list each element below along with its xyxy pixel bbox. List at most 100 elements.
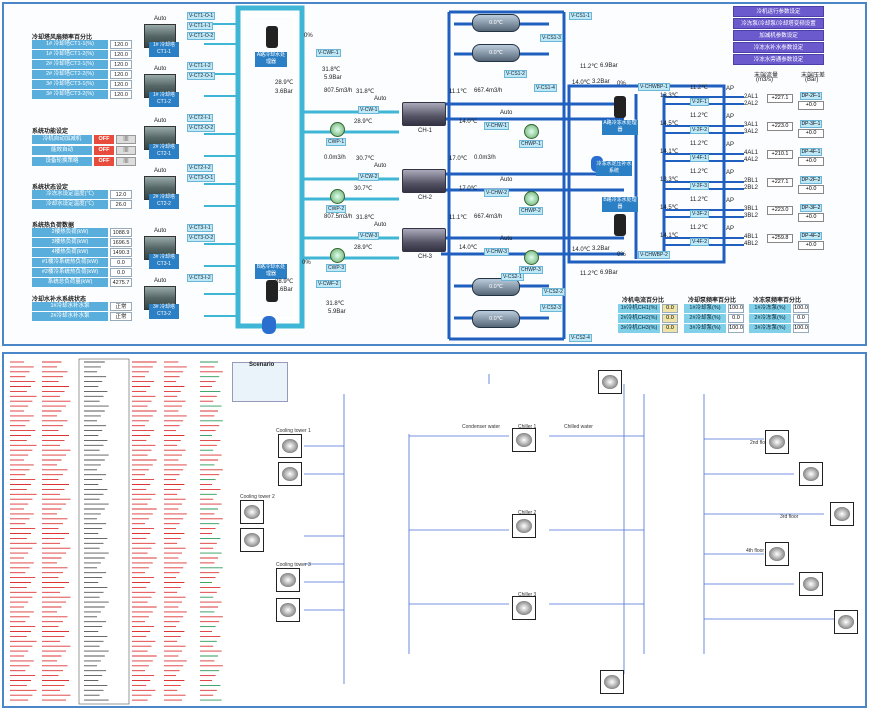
tower-freq-value[interactable]: 120.0 [110, 90, 132, 99]
floor-dp-tag[interactable]: DP-4F-2 [800, 232, 822, 240]
cw-pump-icon[interactable] [330, 122, 345, 137]
tower-freq-value[interactable]: 120.0 [110, 80, 132, 89]
equipment-gauge-icon[interactable] [598, 370, 622, 394]
status-off-badge[interactable]: OFF [94, 157, 114, 166]
equipment-gauge-icon[interactable] [278, 462, 302, 486]
equipment-gauge-icon[interactable] [512, 514, 536, 538]
tower-valve-tag[interactable]: V-CT3-O-1 [187, 174, 216, 182]
floor-code-2: 4BL2 [744, 241, 759, 247]
cw-valve-tag[interactable]: V-CW-2 [358, 173, 380, 181]
floor-valve-tag[interactable]: V-4F-2 [690, 238, 710, 246]
chw-valve-tag[interactable]: V-CHW-2 [484, 189, 510, 197]
status-off-badge[interactable]: OFF [94, 146, 114, 155]
chw-pump-icon[interactable] [524, 191, 539, 206]
scenario-box[interactable]: Scenario [232, 362, 288, 402]
cw-pump-icon[interactable] [330, 189, 345, 204]
chiller-icon[interactable] [402, 102, 446, 126]
tower-valve-tag[interactable]: V-CT2-I-2 [187, 164, 213, 172]
floor-valve-tag[interactable]: V-2F-2 [690, 126, 710, 134]
equipment-gauge-icon[interactable] [765, 430, 789, 454]
floor-dp-tag[interactable]: DP-2F-1 [800, 92, 822, 100]
cw-valve-tag[interactable]: V-CW-3 [358, 232, 380, 240]
tower-freq-value[interactable]: 120.0 [110, 40, 132, 49]
cw-pump-tag[interactable]: CWP-3 [326, 264, 347, 272]
valve-cs1-4[interactable]: V-CS1-4 [534, 84, 557, 92]
valve-cs1-2[interactable]: V-CS1-2 [504, 70, 527, 78]
cw-pump-icon[interactable] [330, 248, 345, 263]
status-off-badge[interactable]: OFF [94, 135, 114, 144]
chw-pump-tag[interactable]: CHWP-2 [519, 207, 543, 215]
system-state-value[interactable]: 26.0 [110, 200, 132, 209]
toggle-switch[interactable]: |||| [116, 157, 136, 166]
tower-freq-value[interactable]: 120.0 [110, 50, 132, 59]
btn-vfd-settings[interactable]: 冷冻泵/冷却泵/冷却塔变频设置 [733, 18, 824, 29]
valve-cs1-1[interactable]: V-CS1-1 [569, 12, 592, 20]
floor-dp-tag[interactable]: DP-4F-1 [800, 148, 822, 156]
equipment-gauge-icon[interactable] [240, 500, 264, 524]
floor-supply-temp: 11.2℃ [690, 85, 708, 91]
equipment-gauge-icon[interactable] [278, 434, 302, 458]
btn-bypass-params[interactable]: 冷冻水旁通参数设定 [733, 54, 824, 65]
tower-valve-tag[interactable]: V-CT2-O-1 [187, 72, 216, 80]
btn-chiller-params[interactable]: 冷机运行参数设定 [733, 6, 824, 17]
chw-valve-tag[interactable]: V-CHW-3 [484, 248, 510, 256]
tower-freq-value[interactable]: 120.0 [110, 60, 132, 69]
chiller-icon[interactable] [402, 169, 446, 193]
valve-cs2-4[interactable]: V-CS2-4 [569, 334, 592, 342]
label-chilled-water: Chilled water [564, 424, 593, 430]
reading-p4: 5.9Bar [328, 309, 346, 315]
tower-valve-tag[interactable]: V-CT1-I-1 [187, 22, 213, 30]
valve-cs2-2[interactable]: V-CS2-2 [542, 288, 565, 296]
equipment-gauge-icon[interactable] [240, 528, 264, 552]
tower-freq-value[interactable]: 120.0 [110, 70, 132, 79]
floor-valve-tag[interactable]: V-3F-2 [690, 210, 710, 218]
chw-pump-icon[interactable] [524, 250, 539, 265]
chw-pump-icon[interactable] [524, 124, 539, 139]
chw-pump-tag[interactable]: CHWP-3 [519, 266, 543, 274]
system-state-value[interactable]: 12.0 [110, 190, 132, 199]
floor-dp-tag[interactable]: DP-2F-2 [800, 176, 822, 184]
equipment-gauge-icon[interactable] [834, 610, 858, 634]
equipment-gauge-icon[interactable] [512, 596, 536, 620]
valve-chwbp-1[interactable]: V-CHWBP-1 [638, 83, 670, 91]
floor-dp-tag[interactable]: DP-3F-1 [800, 120, 822, 128]
btn-staging-params[interactable]: 加减机参数设定 [733, 30, 824, 41]
floor-valve-tag[interactable]: V-4F-1 [690, 154, 710, 162]
tower-valve-tag[interactable]: V-CT3-I-2 [187, 274, 213, 282]
equipment-gauge-icon[interactable] [830, 502, 854, 526]
cw-pump-tag[interactable]: CWP-1 [326, 138, 347, 146]
cw-valve-tag[interactable]: V-CW-1 [358, 106, 380, 114]
floor-dp-tag[interactable]: DP-3F-2 [800, 204, 822, 212]
valve-cwf-1[interactable]: V-CWF-1 [316, 49, 341, 57]
valve-cs1-3[interactable]: V-CS1-3 [540, 34, 563, 42]
equipment-gauge-icon[interactable] [799, 462, 823, 486]
equipment-gauge-icon[interactable] [276, 568, 300, 592]
floor-valve-tag[interactable]: V-2F-1 [690, 98, 710, 106]
equipment-gauge-icon[interactable] [276, 598, 300, 622]
equipment-gauge-icon[interactable] [799, 572, 823, 596]
tower-valve-tag[interactable]: V-CT2-I-1 [187, 114, 213, 122]
equipment-gauge-icon[interactable] [765, 542, 789, 566]
tower-valve-tag[interactable]: V-CT1-I-2 [187, 62, 213, 70]
equipment-gauge-icon[interactable] [600, 670, 624, 694]
tower-valve-tag[interactable]: V-CT1-O-1 [187, 12, 216, 20]
valve-cs2-3[interactable]: V-CS2-3 [540, 304, 563, 312]
floor-valve-tag[interactable]: V-2F-3 [690, 182, 710, 190]
chiller-label: CH-1 [418, 128, 433, 134]
valve-cwf-2[interactable]: V-CWF-2 [316, 280, 341, 288]
tower-freq-label: 2# 冷却塔CT2-1(%) [32, 60, 108, 69]
tower-valve-tag[interactable]: V-CT3-I-1 [187, 224, 213, 232]
chw-pump-tag[interactable]: CHWP-1 [519, 140, 543, 148]
chiller-icon[interactable] [402, 228, 446, 252]
btn-makeup-params[interactable]: 冷冻水补水参数设定 [733, 42, 824, 53]
toggle-switch[interactable]: |||| [116, 146, 136, 155]
cw-pump-tag[interactable]: CWP-2 [326, 205, 347, 213]
toggle-switch[interactable]: |||| [116, 135, 136, 144]
equipment-gauge-icon[interactable] [512, 428, 536, 452]
tower-valve-tag[interactable]: V-CT3-O-2 [187, 234, 216, 242]
chw-valve-tag[interactable]: V-CHW-1 [484, 122, 510, 130]
valve-cs2-1[interactable]: V-CS2-1 [501, 273, 524, 281]
tower-valve-tag[interactable]: V-CT2-O-2 [187, 124, 216, 132]
tower-valve-tag[interactable]: V-CT1-O-2 [187, 32, 216, 40]
valve-chwbp-2[interactable]: V-CHWBP-2 [638, 251, 670, 259]
